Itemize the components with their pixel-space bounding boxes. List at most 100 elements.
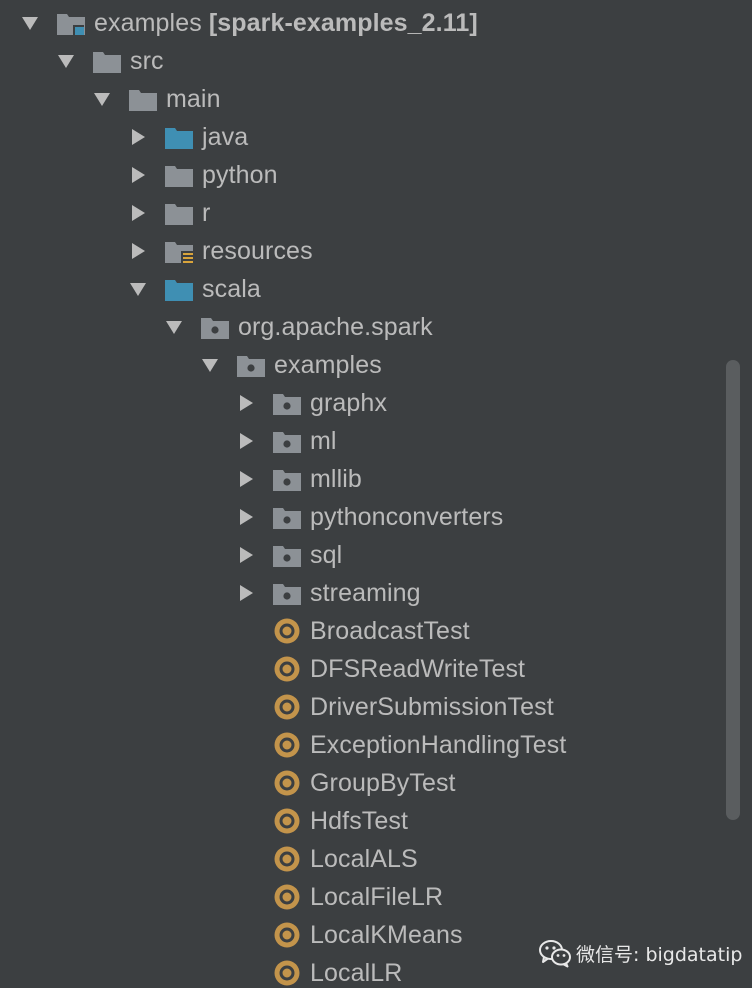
tree-item-label: org.apache.spark [238,312,433,342]
tree-item-name: streaming [310,579,421,607]
folder-icon [164,200,194,226]
scala-object-icon [272,884,302,910]
tree-item-name: LocalALS [310,845,418,873]
collapse-arrow-icon[interactable] [128,203,148,223]
expand-arrow-icon[interactable] [92,89,112,109]
expand-arrow-icon[interactable] [20,13,40,33]
tree-item-label: pythonconverters [310,502,503,532]
tree-item-label: LocalKMeans [310,920,463,950]
tree-item-org-apache-spark[interactable]: org.apache.spark [0,308,720,346]
collapse-arrow-icon[interactable] [128,127,148,147]
tree-item-name: LocalLR [310,959,403,987]
tree-item-name: java [202,123,249,151]
tree-item-name: ml [310,427,337,455]
tree-item-name: sql [310,541,343,569]
tree-item-label: resources [202,236,313,266]
tree-item-label: main [166,84,221,114]
tree-item-resources[interactable]: resources [0,232,720,270]
scala-object-icon [272,732,302,758]
watermark-text: 微信号: bigdatatip [576,944,743,966]
tree-item-name: HdfsTest [310,807,409,835]
tree-item-examples[interactable]: examples [0,346,720,384]
vertical-scrollbar[interactable] [726,360,740,820]
collapse-arrow-icon[interactable] [236,507,256,527]
source-folder-icon [164,124,194,150]
scala-object-icon [272,808,302,834]
tree-item-label: src [130,46,164,76]
tree-item-name: examples [94,9,202,37]
tree-item-java[interactable]: java [0,118,720,156]
tree-item-groupbytest[interactable]: GroupByTest [0,764,720,802]
resources-folder-icon [164,238,194,264]
tree-item-examples[interactable]: examples [spark-examples_2.11] [0,4,720,42]
tree-item-localals[interactable]: LocalALS [0,840,720,878]
tree-item-localfilelr[interactable]: LocalFileLR [0,878,720,916]
tree-item-label: ExceptionHandlingTest [310,730,566,760]
wechat-icon [538,938,572,973]
tree-item-name: src [130,47,164,75]
folder-icon [164,162,194,188]
tree-item-label: r [202,198,210,228]
tree-item-r[interactable]: r [0,194,720,232]
tree-item-label: LocalFileLR [310,882,443,912]
tree-item-name: LocalFileLR [310,883,444,911]
tree-item-label: GroupByTest [310,768,456,798]
tree-item-dfsreadwritetest[interactable]: DFSReadWriteTest [0,650,720,688]
package-icon [272,428,302,454]
collapse-arrow-icon[interactable] [236,545,256,565]
folder-icon [92,48,122,74]
tree-item-localkmeans[interactable]: LocalKMeans [0,916,720,954]
tree-item-name: examples [274,351,382,379]
tree-item-name: DFSReadWriteTest [310,655,526,683]
tree-item-hdfstest[interactable]: HdfsTest [0,802,720,840]
tree-item-driversubmissiontest[interactable]: DriverSubmissionTest [0,688,720,726]
tree-item-name: pythonconverters [310,503,504,531]
tree-item-name: org.apache.spark [238,313,433,341]
tree-item-label: LocalALS [310,844,418,874]
expand-arrow-icon[interactable] [128,279,148,299]
scala-object-icon [272,694,302,720]
expand-arrow-icon[interactable] [56,51,76,71]
tree-item-streaming[interactable]: streaming [0,574,720,612]
collapse-arrow-icon[interactable] [236,469,256,489]
tree-item-name: resources [202,237,313,265]
collapse-arrow-icon[interactable] [236,393,256,413]
tree-item-broadcasttest[interactable]: BroadcastTest [0,612,720,650]
collapse-arrow-icon[interactable] [128,165,148,185]
tree-item-main[interactable]: main [0,80,720,118]
expand-arrow-icon[interactable] [164,317,184,337]
tree-item-sql[interactable]: sql [0,536,720,574]
folder-icon [128,86,158,112]
collapse-arrow-icon[interactable] [128,241,148,261]
tree-item-name: main [166,85,221,113]
tree-item-ml[interactable]: ml [0,422,720,460]
tree-item-graphx[interactable]: graphx [0,384,720,422]
expand-arrow-icon[interactable] [200,355,220,375]
tree-item-label: mllib [310,464,362,494]
scala-object-icon [272,656,302,682]
collapse-arrow-icon[interactable] [236,583,256,603]
package-icon [272,580,302,606]
tree-item-scala[interactable]: scala [0,270,720,308]
tree-item-mllib[interactable]: mllib [0,460,720,498]
module-name: [spark-examples_2.11] [208,9,478,37]
tree-item-name: r [202,199,211,227]
tree-item-label: DriverSubmissionTest [310,692,554,722]
scala-object-icon [272,960,302,986]
source-folder-icon [164,276,194,302]
tree-item-exceptionhandlingtest[interactable]: ExceptionHandlingTest [0,726,720,764]
scala-object-icon [272,618,302,644]
tree-item-name: ExceptionHandlingTest [310,731,567,759]
tree-item-python[interactable]: python [0,156,720,194]
tree-item-src[interactable]: src [0,42,720,80]
tree-item-locallr[interactable]: LocalLR [0,954,720,988]
tree-item-name: python [202,161,278,189]
collapse-arrow-icon[interactable] [236,431,256,451]
tree-item-label: sql [310,540,342,570]
scala-object-icon [272,846,302,872]
tree-item-label: HdfsTest [310,806,408,836]
tree-item-pythonconverters[interactable]: pythonconverters [0,498,720,536]
tree-item-name: graphx [310,389,388,417]
tree-item-label: DFSReadWriteTest [310,654,525,684]
